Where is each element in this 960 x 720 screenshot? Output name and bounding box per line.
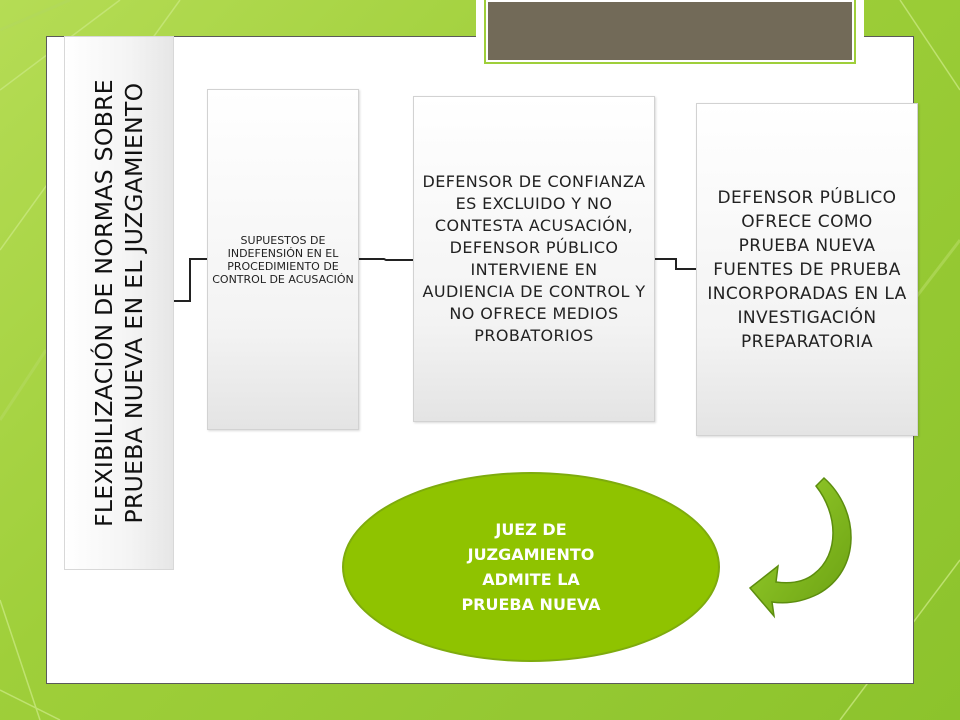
diagram-title-box: FLEXIBILIZACIÓN DE NORMAS SOBRE PRUEBA N…: [64, 36, 174, 570]
result-ellipse: JUEZ DE JUZGAMIENTO ADMITE LA PRUEBA NUE…: [342, 472, 720, 662]
step-box-1: SUPUESTOS DE INDEFENSIÓN EN EL PROCEDIMI…: [207, 89, 359, 430]
header-tab: [476, 0, 864, 72]
result-text: JUEZ DE JUZGAMIENTO ADMITE LA PRUEBA NUE…: [461, 520, 601, 614]
step-3-text: DEFENSOR PÚBLICO OFRECE COMO PRUEBA NUEV…: [707, 187, 907, 352]
diagram-title: FLEXIBILIZACIÓN DE NORMAS SOBRE PRUEBA N…: [90, 79, 148, 527]
step-box-3: DEFENSOR PÚBLICO OFRECE COMO PRUEBA NUEV…: [696, 103, 918, 436]
step-2-text: DEFENSOR DE CONFIANZA ES EXCLUIDO Y NO C…: [422, 172, 646, 345]
curved-arrow-icon: [748, 476, 852, 619]
header-tab-fill: [484, 0, 856, 64]
step-1-text: SUPUESTOS DE INDEFENSIÓN EN EL PROCEDIMI…: [212, 233, 354, 286]
step-box-2: DEFENSOR DE CONFIANZA ES EXCLUIDO Y NO C…: [413, 96, 655, 422]
